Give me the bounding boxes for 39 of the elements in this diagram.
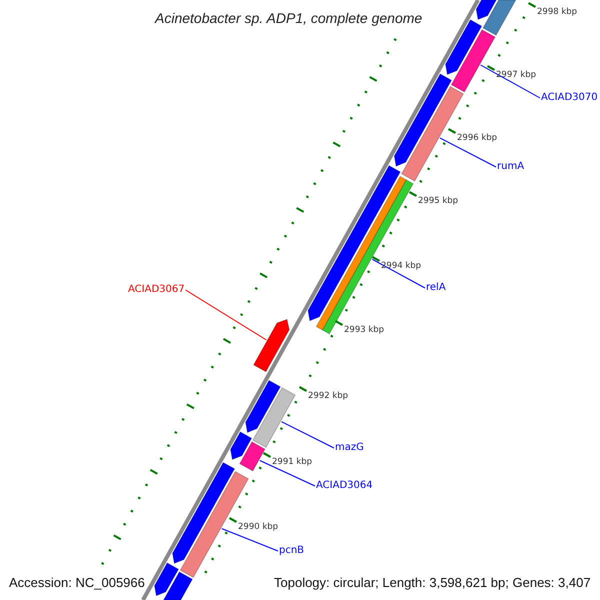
accession-text: Accession: NC_005966	[9, 574, 145, 590]
tick-label: 2996 kbp	[457, 134, 498, 142]
leader-line	[221, 528, 278, 552]
gene-label: ACIAD3064	[316, 481, 373, 491]
gene-feature	[230, 431, 252, 460]
gene-feature	[445, 19, 482, 76]
gene-feature	[245, 380, 281, 434]
map-title: Acinetobacter sp. ADP1, complete genome	[155, 10, 422, 26]
gene-label: relA	[426, 283, 446, 293]
gene-feature	[172, 462, 236, 564]
leader-line	[480, 64, 540, 98]
leader-line	[439, 137, 496, 168]
tick-label: 2990 kbp	[238, 522, 278, 531]
tick-label: 2992 kbp	[308, 392, 348, 400]
gene-label: ACIAD3067	[128, 285, 185, 295]
leader-line	[185, 290, 267, 340]
gene-feature	[239, 441, 266, 472]
gene-label: rumA	[497, 162, 524, 172]
gene-feature	[394, 73, 452, 167]
gene-label: pcnB	[279, 546, 304, 556]
gene-feature	[154, 562, 180, 596]
gene-label: ACIAD3070	[541, 93, 598, 103]
leader-line	[372, 258, 426, 288]
tick-label: 2991 kbp	[272, 458, 312, 466]
gene-feature	[252, 387, 296, 448]
gene-feature	[450, 29, 496, 93]
genome-info-text: Topology: circular; Length: 3,598,621 bp; Genes: 3,407	[274, 574, 591, 590]
gene-feature	[482, 0, 516, 36]
tick-label: 2997 kbp	[496, 70, 536, 79]
gene-label: mazG	[335, 443, 364, 453]
gene-feature	[476, 0, 497, 20]
tick-label: 2995 kbp	[418, 196, 458, 205]
leader-line	[259, 460, 316, 486]
tick-label: 2998 kbp	[537, 8, 578, 16]
tick-label: 2993 kbp	[344, 326, 384, 334]
gene-feature	[253, 318, 290, 372]
gene-feature	[162, 571, 193, 600]
gene-feature	[308, 165, 401, 322]
tick-label: 2994 kbp	[381, 262, 422, 270]
